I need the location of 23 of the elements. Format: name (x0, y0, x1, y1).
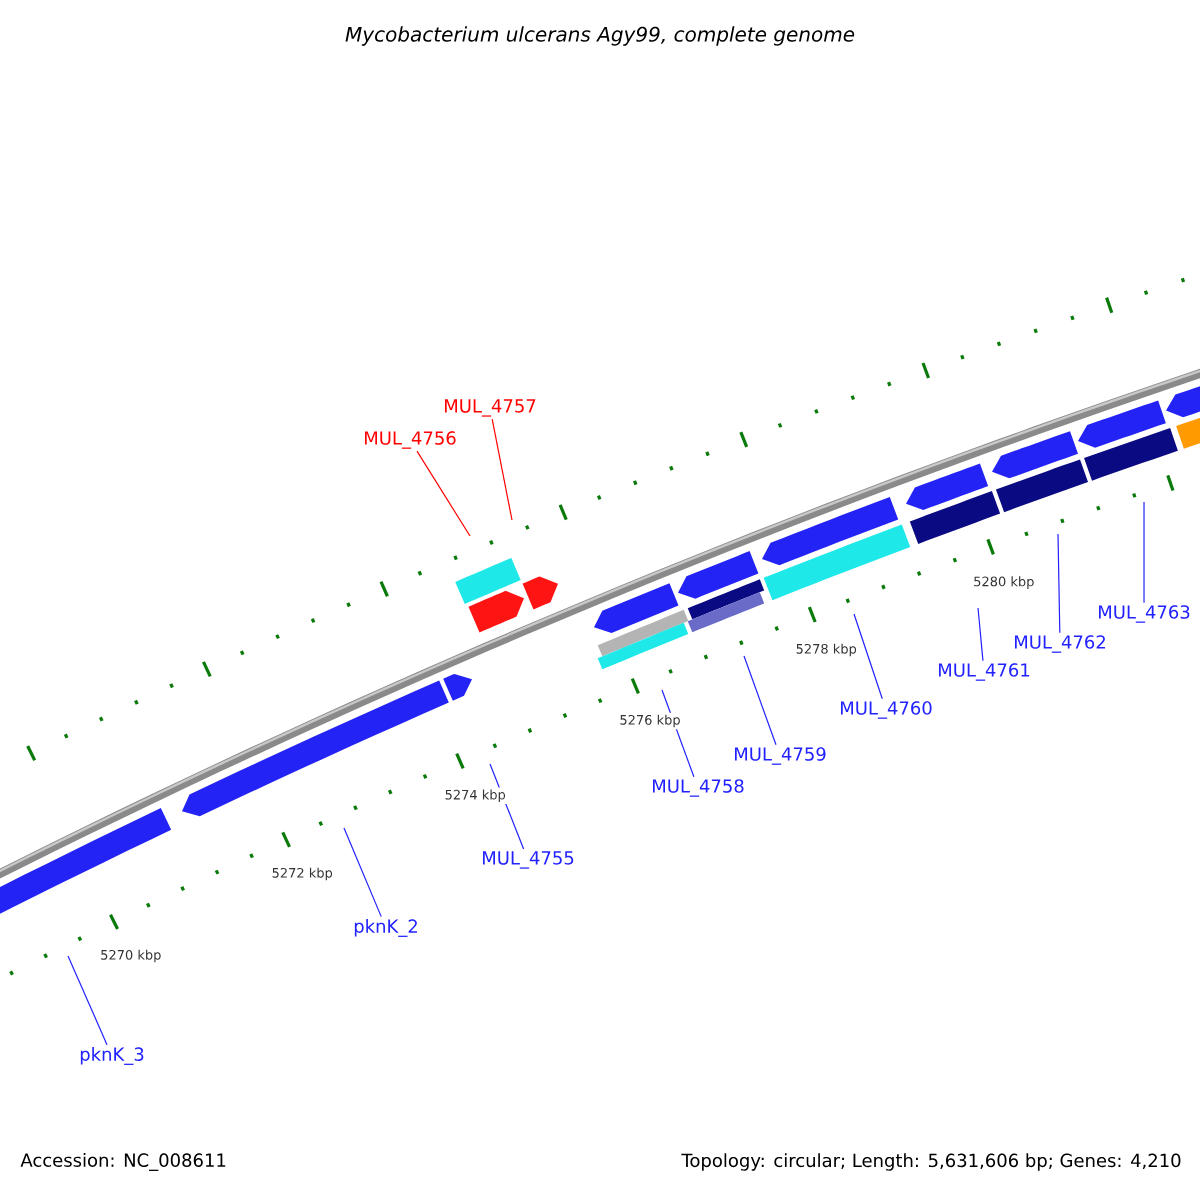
leader-line (1057, 533, 1061, 634)
gene-label: MUL_4755 (483, 851, 574, 869)
leader-line (491, 418, 513, 521)
leader-line (977, 607, 984, 662)
gene-label: pknK_3 (80, 1047, 144, 1065)
gene-label: MUL_4760 (841, 701, 932, 719)
gene-label: MUL_4761 (939, 663, 1030, 681)
gene-label: MUL_4758 (653, 779, 744, 797)
leader-line (67, 955, 108, 1046)
leader-line (743, 655, 777, 746)
gene-label: MUL_4759 (735, 747, 826, 765)
footer-text: Topology: circular; Length: 5,631,606 bp; Genes: 4,210 (681, 1153, 1181, 1171)
gene-label: MUL_4762 (1015, 635, 1105, 653)
leader-line (416, 450, 471, 537)
gene-label: MUL_4763 (1099, 605, 1190, 623)
footer-text: Accession: NC_008611 (20, 1153, 226, 1171)
leader-line (1143, 501, 1145, 604)
title: Mycobacterium ulcerans Agy99, complete genome (345, 26, 855, 46)
leader-line (853, 613, 883, 700)
gene-label: MUL_4757 (445, 399, 536, 417)
gene-label: MUL_4756 (365, 431, 456, 449)
gene-label: pknK_2 (354, 919, 417, 937)
leader-line (343, 827, 382, 918)
